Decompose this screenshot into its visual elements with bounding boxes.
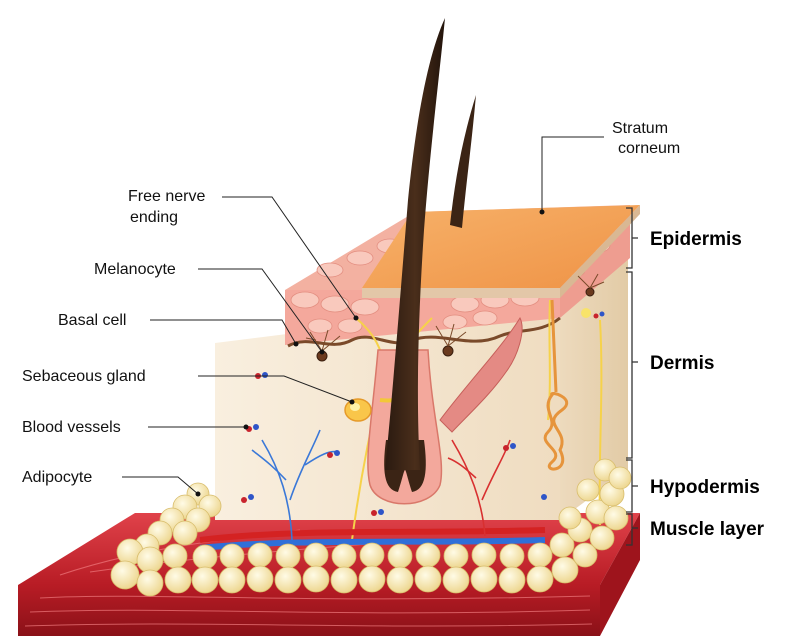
layer-brackets [626,207,638,546]
blood-vessels-illustration [199,429,546,551]
hair-shaft-secondary [450,95,476,228]
muscle-side-surface [600,513,640,636]
melanocyte-dendrites [305,273,605,352]
bracket-dermis [626,271,638,459]
label-stratum-corneum-line1: Stratum [612,120,668,137]
leader-lines [122,136,604,495]
vein-main [199,537,546,551]
bracket-epidermis [626,207,638,269]
melanocyte-cells [316,287,595,362]
dermis-side-face [560,258,628,520]
epidermis-illustration [285,205,640,362]
stratum-corneum-edge [362,288,560,298]
layer-label-hypodermis: Hypodermis [650,477,760,498]
label-blood-vessels: Blood vessels [22,419,121,436]
adipocyte-cluster [110,458,632,597]
muscle-front-surface [18,585,600,636]
stratum-corneum-side [560,205,640,298]
label-stratum-corneum: Stratum corneum [612,120,680,157]
label-sebaceous-gland: Sebaceous gland [22,368,146,385]
hair-shaft-main [385,18,445,470]
bracket-muscle-layer [626,513,638,546]
stratum-corneum-plate [362,205,640,288]
layer-label-epidermis: Epidermis [650,229,742,250]
sweat-gland [543,299,569,471]
bracket-hypodermis [626,459,638,513]
label-free-nerve-ending: Free nerve ending [128,188,205,226]
label-free-nerve-ending-line1: Free nerve [128,188,205,205]
arrector-pili-muscle [439,316,523,433]
leader-dots [195,209,545,497]
label-free-nerve-ending-line2: ending [130,209,178,226]
label-basal-cell: Basal cell [58,312,126,329]
label-melanocyte: Melanocyte [94,261,176,278]
label-adipocyte: Adipocyte [22,469,92,486]
artery-main [199,527,546,543]
layer-label-muscle-layer: Muscle layer [650,519,765,540]
label-stratum-corneum-line2: corneum [618,140,680,157]
layer-label-dermis: Dermis [650,353,714,374]
nerve-ending-bulb [581,308,591,318]
